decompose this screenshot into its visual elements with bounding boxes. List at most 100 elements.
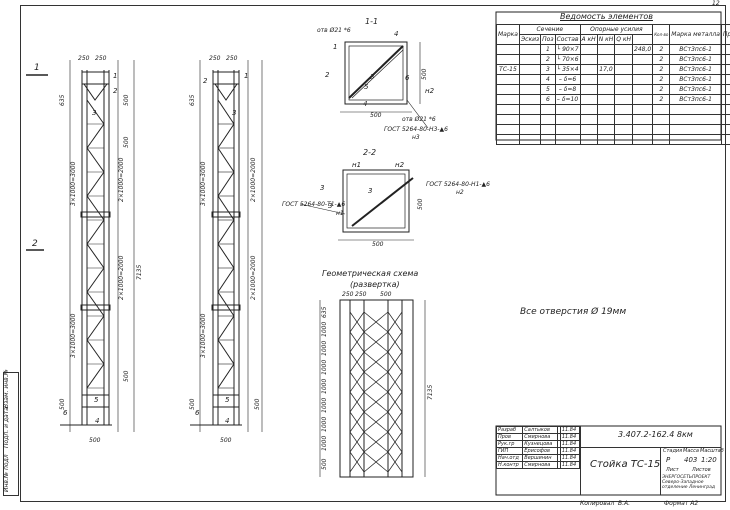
geom-diagonal (349, 311, 365, 333)
spec-hdr-n2 (631, 34, 654, 45)
spec-cell-poz: 1 (540, 44, 556, 55)
right-mark-3: 3 (232, 109, 237, 117)
lattice-brace (217, 339, 235, 365)
spec-cell-marka (496, 94, 520, 105)
spec-hdr-metal: Марка металла (669, 24, 722, 45)
spec-cell-a (579, 94, 598, 105)
sec2-gost-left: ГОСТ 5264-80-Т1-▲6 (282, 201, 346, 208)
spec-cell-poz: 4 (540, 74, 556, 85)
geom-left-dim: 1000 (321, 416, 328, 432)
stamp-name: Салтыков (522, 426, 558, 434)
stamp-sheet-h: Масса (683, 448, 699, 454)
stamp-role: Н.контр (495, 461, 524, 469)
spec-empty-cell (554, 114, 581, 125)
geom-left-dim: 1000 (321, 321, 328, 337)
lattice-brace (217, 291, 235, 317)
view-1-label: 1 (34, 63, 40, 73)
spec-cell-n (596, 84, 616, 95)
right-mark-5: 5 (225, 396, 230, 404)
right-mark-1: 1 (244, 72, 249, 80)
spec-cell-poz: 2 (540, 54, 556, 65)
drawing-frame (20, 5, 726, 502)
section-2-2-view (299, 169, 414, 241)
spec-empty-cell (596, 114, 616, 125)
spec-cell-marka (496, 44, 520, 55)
spec-empty-cell (518, 104, 542, 115)
spec-empty-cell (540, 134, 556, 145)
geom-diagonal (349, 351, 365, 373)
lattice-brace (86, 147, 105, 173)
spec-cell-sostav: – δ=8 (554, 84, 581, 95)
spec-hdr-kol: Кол-во (652, 24, 671, 45)
spec-empty-cell (596, 104, 616, 115)
stamp-name: Вершинин (522, 454, 558, 462)
geom-diagonal (349, 371, 365, 393)
spec-cell-prim (720, 84, 730, 95)
spec-empty-cell (614, 114, 633, 125)
holes-note: Все отверстия Ø 19мм (520, 307, 627, 317)
spec-empty-row (496, 114, 730, 125)
sec2-weld-left: н1 (336, 210, 344, 217)
left-column-view (26, 60, 135, 432)
spec-cell-sostav: – δ=10 (554, 94, 581, 105)
spec-empty-cell (554, 104, 581, 115)
spec-empty-cell (579, 104, 598, 115)
left-mark-5: 5 (94, 396, 99, 404)
spec-empty-cell (720, 134, 730, 145)
spec-cell-q (614, 64, 633, 75)
geom-dim-top-1: 250 (342, 291, 354, 298)
lattice-brace (86, 339, 105, 365)
geom-diagonal (387, 391, 403, 413)
spec-cell-n2: 248,0 (631, 44, 654, 55)
corner-sheet-no: 12 (712, 0, 720, 7)
stamp-scale-h: Масштаб (700, 448, 724, 454)
geom-diagonal (363, 371, 389, 393)
geom-diagonal (349, 391, 365, 413)
spec-hdr-prim: Приме-чание (720, 24, 730, 45)
left-dim-500c: 500 (123, 370, 130, 382)
spec-cell-prim (720, 64, 730, 75)
left-dim-3000b: 3×1000=3000 (70, 313, 77, 358)
spec-empty-cell (554, 124, 581, 135)
spec-hdr-sostav: Состав (554, 34, 581, 45)
stamp-divider (580, 426, 581, 495)
spec-cell-n2 (631, 54, 654, 65)
right-dim-500c: 500 (220, 437, 232, 444)
spec-title: Ведомость элементов (560, 12, 653, 21)
geom-subtitle: (развертка) (350, 280, 400, 289)
spec-empty-cell (540, 114, 556, 125)
stamp-name: Кузнецова (522, 440, 558, 448)
sec1-mark-5: 5 (364, 83, 369, 91)
spec-cell-prim (720, 54, 730, 65)
sec1-mark-1: 1 (333, 43, 338, 51)
left-dim-250b: 250 (95, 55, 107, 62)
lattice-brace (86, 219, 105, 245)
right-dim-3000b: 3×1000=3000 (200, 313, 207, 358)
spec-cell-a (579, 54, 598, 65)
geom-diagonal (387, 351, 403, 373)
stamp-date: 11.84 (559, 461, 581, 469)
spec-empty-cell (631, 134, 654, 145)
spec-cell-kol: 2 (652, 54, 671, 65)
geom-left-dim: 1000 (321, 397, 328, 413)
spec-cell-sostav: – δ=6 (554, 74, 581, 85)
spec-cell-prim (720, 94, 730, 105)
left-mark-2: 2 (113, 87, 118, 95)
sec1-hole-note-bottom: отв Ø21 *6 (402, 116, 436, 123)
spec-cell-q (614, 44, 633, 55)
spec-cell-poz: 5 (540, 84, 556, 95)
geom-left-dim: 635 (321, 306, 328, 318)
stamp-sheet: 403 (684, 456, 698, 464)
spec-cell-eskiz (518, 84, 542, 95)
spec-cell-marka (496, 54, 520, 65)
spec-empty-cell (540, 124, 556, 135)
left-dim-2000b: 2×1000=2000 (118, 255, 125, 300)
spec-hdr-marka: Марка (496, 24, 520, 45)
geom-diagonal (387, 371, 403, 393)
